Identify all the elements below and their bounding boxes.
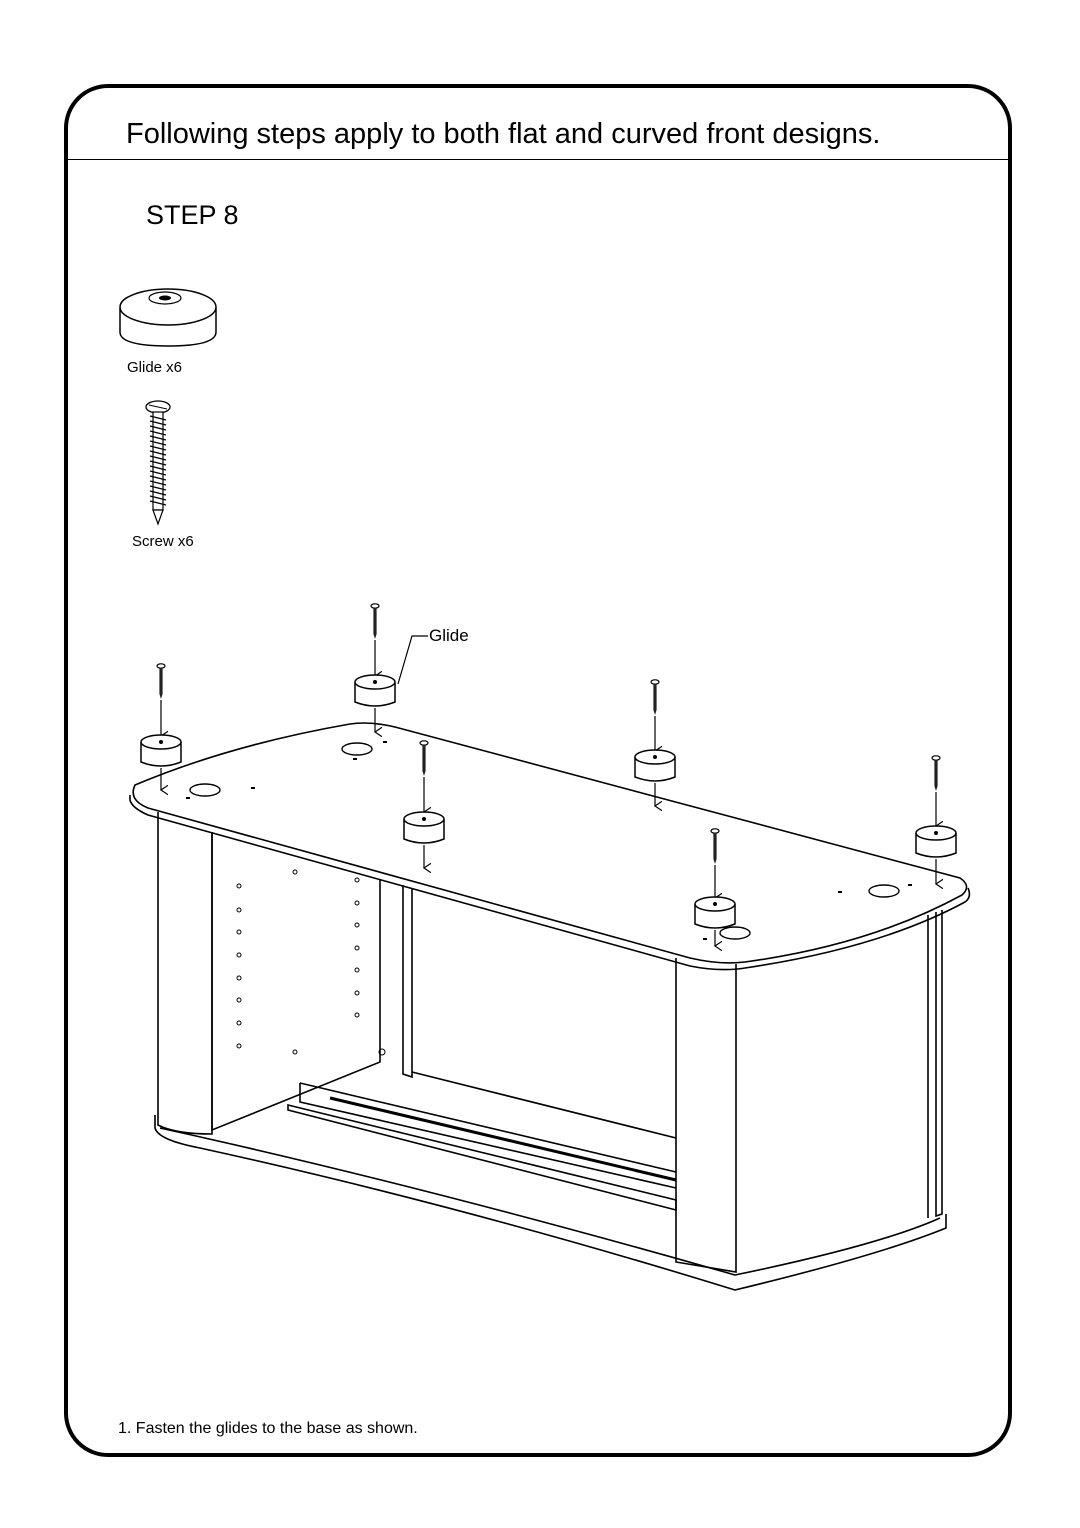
base-holes bbox=[189, 742, 900, 940]
glide-part-label: Glide x6 bbox=[127, 359, 182, 376]
screw-part-icon bbox=[145, 400, 171, 526]
callout-leader bbox=[397, 635, 428, 685]
glide-assembly-3 bbox=[403, 740, 445, 868]
glide-assembly-5 bbox=[694, 828, 736, 946]
page-frame: Following steps apply to both flat and c… bbox=[64, 84, 1012, 1457]
glide-assembly-4 bbox=[634, 679, 676, 806]
pilot-holes bbox=[186, 741, 912, 940]
glide-assembly-6 bbox=[915, 755, 957, 884]
header: Following steps apply to both flat and c… bbox=[68, 88, 1008, 160]
glide-part-icon bbox=[119, 288, 217, 347]
glide-assembly-1 bbox=[140, 663, 182, 790]
instruction-1: 1. Fasten the glides to the base as show… bbox=[118, 1420, 418, 1437]
cabinet-drawing bbox=[129, 722, 971, 1291]
step-heading: STEP 8 bbox=[146, 200, 239, 230]
screw-part-label: Screw x6 bbox=[132, 533, 194, 550]
glide-assembly-2 bbox=[354, 603, 396, 732]
glide-callout-label: Glide bbox=[429, 626, 469, 645]
header-title: Following steps apply to both flat and c… bbox=[126, 118, 881, 150]
shelf-pin-holes bbox=[236, 869, 386, 1056]
